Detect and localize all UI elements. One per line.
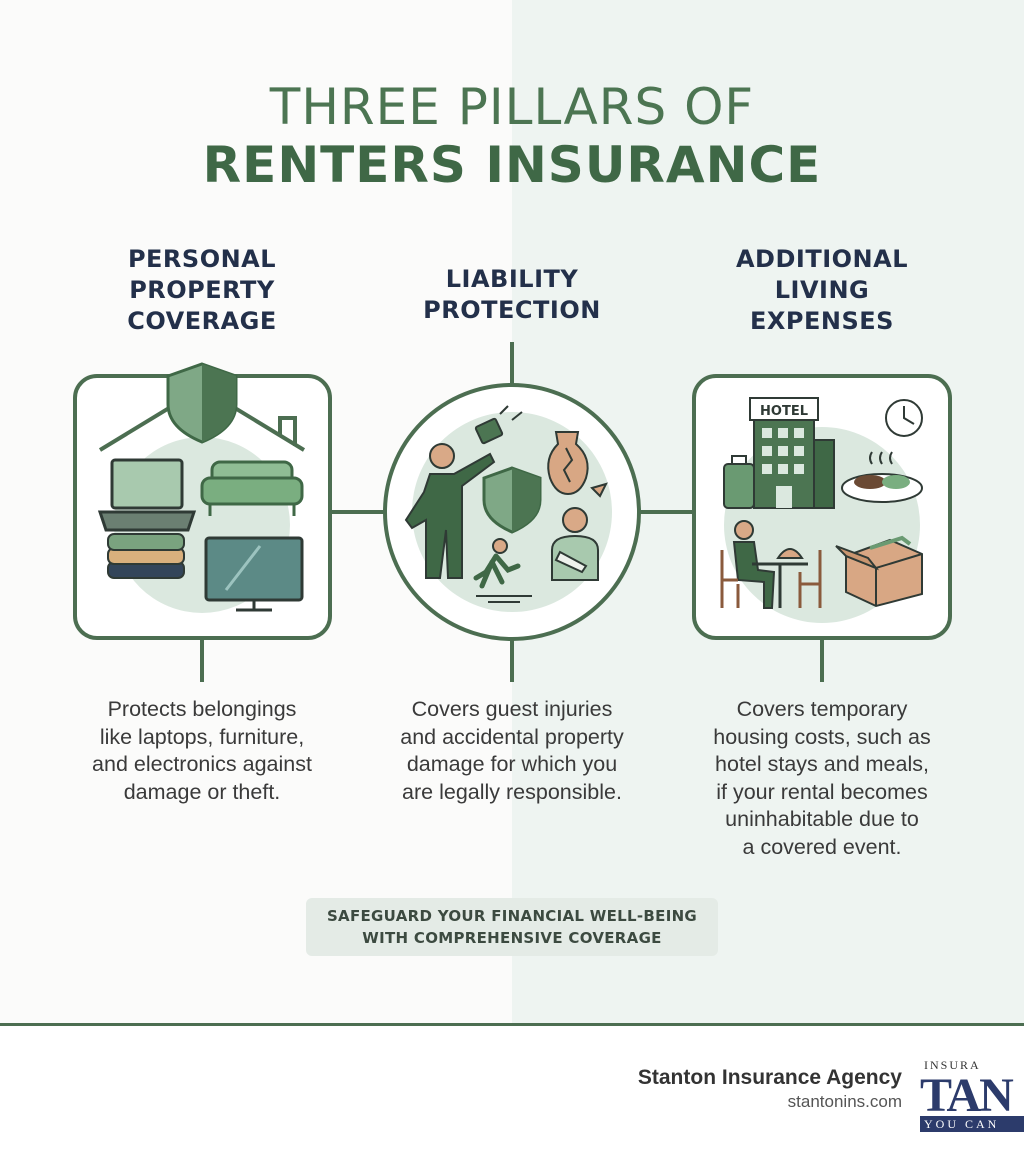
pillars-illustration: HOTEL [73,342,952,682]
description-line: and electronics against [92,752,312,776]
shield-icon [482,466,542,534]
description-line: damage for which you [406,752,618,776]
agency-name: Stanton Insurance Agency [637,1066,902,1089]
footer [0,1026,1024,1154]
dining-person-icon [720,520,822,609]
pillar-1-title: PERSONAL PROPERTY COVERAGE [52,244,352,337]
agency-website[interactable]: stantonins.com [787,1092,902,1111]
clock-icon [885,399,923,437]
description-line: damage or theft. [123,779,281,804]
tagline-line: SAFEGUARD YOUR FINANCIAL WELL-BEING [326,907,698,925]
title-line-2: RENTERS INSURANCE [202,136,822,194]
injured-person-icon [551,507,599,581]
description-line: a covered event. [742,834,902,859]
broken-vase-icon [547,431,608,498]
description-line: Covers temporary [736,697,908,721]
description-line: housing costs, such as [713,724,931,749]
pillar-2-title-line: LIABILITY [445,265,579,293]
description-line: Covers guest injuries [411,697,613,721]
sofa-icon [200,460,304,516]
tv-icon [204,536,304,612]
laptop-icon [97,458,197,532]
agency-logo: INSURA TAN YOU CAN [918,1058,1024,1136]
living-expenses-icon-group: HOTEL [692,374,952,640]
pillar-1-title-line: PERSONAL [127,245,277,273]
luggage-icon [723,455,755,509]
pillar-1-title-line: COVERAGE [127,307,277,335]
description-line: Protects belongings [107,697,297,721]
pillar-3-title-line: ADDITIONAL [735,245,908,273]
pillar-1-title-line: PROPERTY [129,276,275,304]
description-line: uninhabitable due to [725,807,919,831]
pillar-3-title-line: LIVING [774,276,870,304]
pillar-3-description: Covers temporary housing costs, such as … [672,696,972,861]
pillar-2-description: Covers guest injuries and accidental pro… [362,696,662,806]
folded-clothes-icon [107,533,185,579]
person-icon [404,443,496,579]
moving-box-icon [835,535,923,608]
logo-top-text: INSURA [924,1058,981,1072]
logo-main-text: TAN [920,1069,1014,1122]
pillar-2-title: LIABILITY PROTECTION [362,264,662,326]
hotel-building-icon: HOTEL [749,397,835,509]
shield-icon [166,362,238,444]
pillar-1-description: Protects belongings like laptops, furnit… [52,696,352,806]
personal-property-icon-group [73,362,332,640]
pillar-3-title-line: EXPENSES [750,307,894,335]
slipping-person-icon [473,538,532,603]
description-line: and accidental property [400,724,624,749]
pillar-2-title-line: PROTECTION [423,296,601,324]
description-line: are legally responsible. [402,779,622,804]
footer-divider [0,1023,1024,1026]
hotel-sign-text: HOTEL [760,404,808,419]
description-line: if your rental becomes [716,779,928,804]
tagline-line: WITH COMPREHENSIVE COVERAGE [362,929,662,947]
description-line: hotel stays and meals, [715,752,929,776]
falling-phone-icon [474,417,504,445]
description-line: like laptops, furniture, [99,724,305,749]
meal-plate-icon [841,451,923,503]
pillar-3-title: ADDITIONAL LIVING EXPENSES [672,244,972,337]
liability-icon-group [383,383,641,641]
title-line-1: THREE PILLARS OF [269,78,755,136]
tagline-banner: SAFEGUARD YOUR FINANCIAL WELL-BEING WITH… [306,898,718,956]
logo-bottom-text: YOU CAN [920,1116,1024,1132]
